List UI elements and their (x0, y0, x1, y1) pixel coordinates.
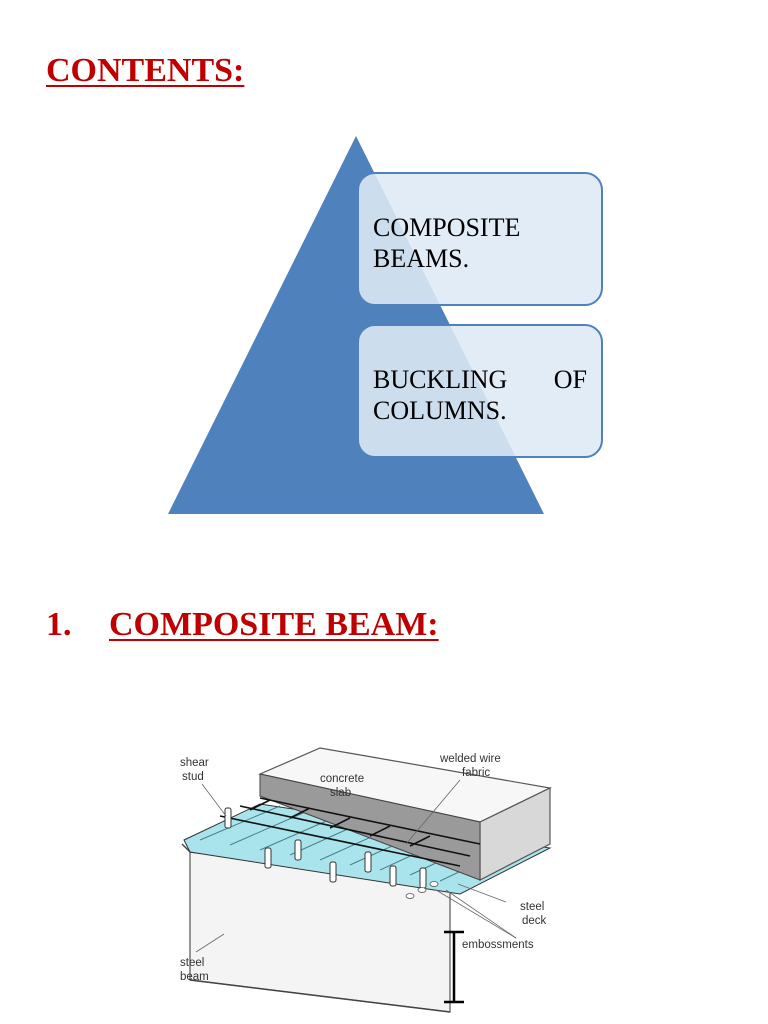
beam-depth-marker (444, 930, 464, 1004)
label-steel-beam: beam (180, 971, 209, 983)
steel-beam-flange-edge (189, 979, 451, 1013)
label-shear-stud: stud (182, 771, 204, 783)
label-concrete-slab: concrete (320, 773, 364, 785)
concrete-slab-front (259, 773, 481, 881)
composite-beam-figure: shear stud concrete slab welded wire fab… (180, 747, 552, 1013)
item-word: BUCKLING (373, 365, 508, 394)
contents-item-buckling-of-columns: BUCKLING OF COLUMNS. (357, 324, 603, 458)
item-line: COLUMNS. (373, 396, 507, 425)
item-line: BUCKLING OF (373, 364, 587, 395)
label-embossments: embossments (462, 939, 534, 951)
label-steel-deck: deck (522, 915, 547, 927)
section-number: 1. (46, 606, 72, 643)
label-shear-stud: shear (180, 757, 209, 769)
welded-wire-fabric (219, 797, 481, 867)
contents-item-composite-beams: COMPOSITE BEAMS. (357, 172, 603, 306)
shear-studs (224, 807, 427, 889)
embossments (405, 881, 439, 899)
label-steel-beam: steel (180, 957, 204, 969)
section-title: COMPOSITE BEAM: (109, 606, 439, 643)
item-line: COMPOSITE (373, 213, 521, 242)
item-line: BEAMS. (373, 244, 470, 273)
label-steel-deck: steel (520, 901, 544, 913)
label-concrete-slab: slab (330, 787, 351, 799)
label-welded-wire-fabric: fabric (462, 767, 490, 779)
label-welded-wire-fabric: welded wire (439, 753, 501, 765)
leader-lines (195, 779, 517, 953)
item-word: OF (553, 365, 587, 394)
contents-heading: CONTENTS: (46, 52, 245, 89)
